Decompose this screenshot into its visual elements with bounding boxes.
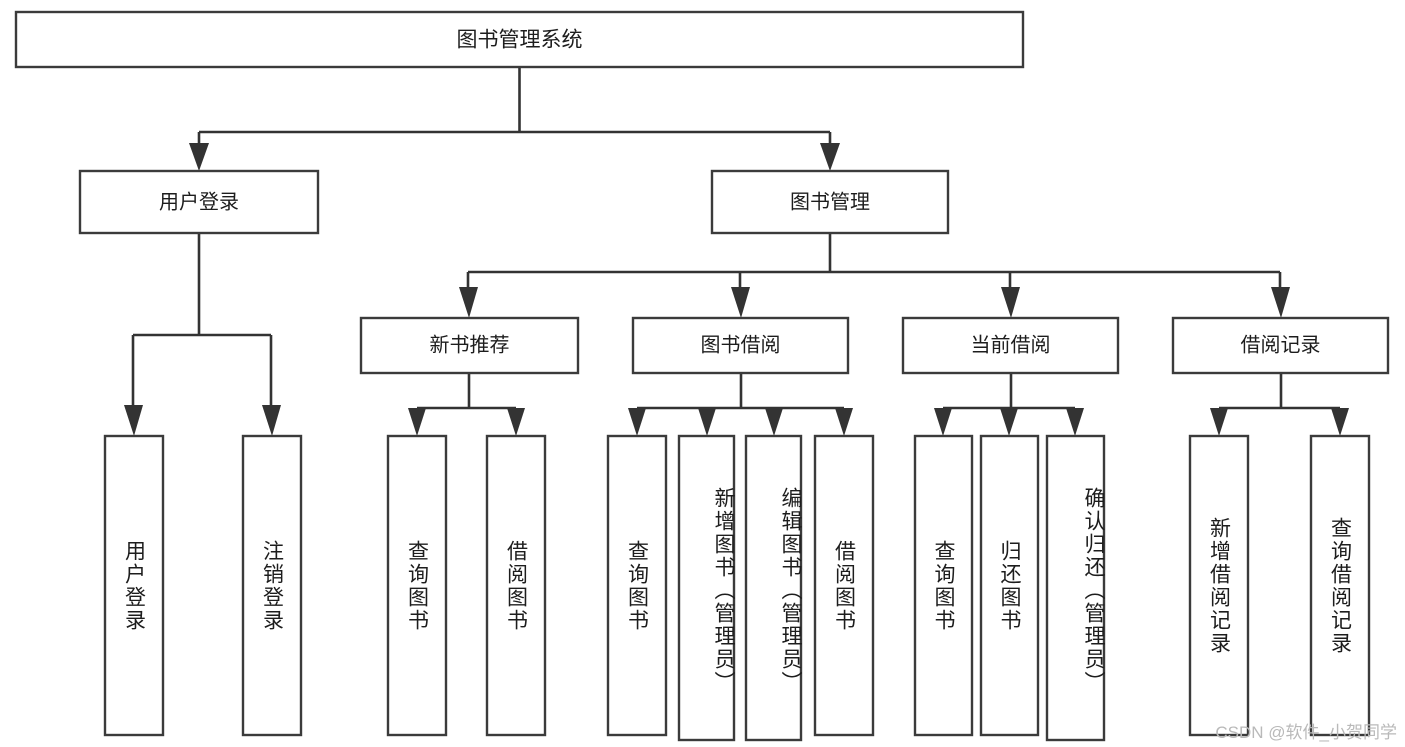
node-book-borrow[interactable]: 图书借阅 bbox=[631, 316, 850, 375]
leaf-box-query-book-cur[interactable] bbox=[913, 434, 974, 737]
node-borrow-record-box[interactable] bbox=[1171, 316, 1390, 375]
arrow-to-leaf-edit-book bbox=[765, 408, 783, 436]
arrow-to-leaf-query-book-brw bbox=[628, 408, 646, 436]
connector-group-current-borrow bbox=[934, 373, 1084, 436]
leaf-box-logout[interactable] bbox=[241, 434, 303, 737]
leaf-box-query-record[interactable] bbox=[1309, 434, 1371, 737]
node-current-borrow-box[interactable] bbox=[901, 316, 1120, 375]
node-book-manage-box[interactable] bbox=[710, 169, 950, 235]
leaf-box-borrow-book-brw[interactable] bbox=[813, 434, 875, 737]
leaf-box-add-record[interactable] bbox=[1188, 434, 1250, 737]
node-user-login-box[interactable] bbox=[78, 169, 320, 235]
arrow-to-user-login bbox=[189, 143, 209, 171]
leaf-box-user-login[interactable] bbox=[103, 434, 165, 737]
node-book-borrow-label: 图书借阅 bbox=[701, 333, 781, 356]
arrow-to-leaf-add-book bbox=[698, 408, 716, 436]
leaf-box-add-book[interactable] bbox=[677, 434, 736, 742]
node-root[interactable]: 图书管理系统 bbox=[14, 10, 1025, 69]
arrow-to-book-manage bbox=[820, 143, 840, 171]
node-user-login[interactable]: 用户登录 bbox=[78, 169, 320, 235]
leaf-box-query-book-brw[interactable] bbox=[606, 434, 668, 737]
arrow-to-leaf-add-record bbox=[1210, 408, 1228, 436]
leaf-box-query-book-rec[interactable] bbox=[386, 434, 448, 737]
arrow-to-leaf-logout bbox=[262, 405, 281, 436]
node-new-book-rec-label: 新书推荐 bbox=[430, 333, 510, 356]
arrow-to-book-borrow bbox=[731, 287, 750, 318]
node-book-manage-label: 图书管理 bbox=[790, 190, 870, 213]
arrow-to-leaf-confirm-return bbox=[1066, 408, 1084, 436]
node-borrow-record[interactable]: 借阅记录 bbox=[1171, 316, 1390, 375]
leaf-box-confirm-return[interactable] bbox=[1045, 434, 1106, 742]
node-user-login-label: 用户登录 bbox=[159, 190, 239, 213]
leaf-box-return-book[interactable] bbox=[979, 434, 1040, 737]
arrow-to-leaf-query-record bbox=[1331, 408, 1349, 436]
connector-group-book-manage bbox=[459, 233, 1290, 318]
node-new-book-rec-box[interactable] bbox=[359, 316, 580, 375]
node-root-box[interactable] bbox=[14, 10, 1025, 69]
node-current-borrow[interactable]: 当前借阅 bbox=[901, 316, 1120, 375]
connector-group-root bbox=[189, 67, 840, 171]
leaf-box-borrow-book-rec[interactable] bbox=[485, 434, 547, 737]
arrow-to-leaf-query-book-cur bbox=[934, 408, 952, 436]
arrow-to-leaf-query-book-rec bbox=[408, 408, 426, 436]
leaf-box-edit-book[interactable] bbox=[744, 434, 803, 742]
node-book-borrow-box[interactable] bbox=[631, 316, 850, 375]
arrow-to-new-book-rec bbox=[459, 287, 478, 318]
arrow-to-leaf-user-login bbox=[124, 405, 143, 436]
arrow-to-leaf-return-book bbox=[1000, 408, 1018, 436]
node-current-borrow-label: 当前借阅 bbox=[971, 333, 1051, 356]
connector-group-borrow-record bbox=[1210, 373, 1349, 436]
arrow-to-leaf-borrow-book-brw bbox=[835, 408, 853, 436]
arrow-to-leaf-borrow-book-rec bbox=[507, 408, 525, 436]
node-root-label: 图书管理系统 bbox=[457, 29, 583, 52]
csdn-watermark: CSDN @软件_小贺同学 bbox=[1215, 723, 1397, 742]
arrow-to-borrow-record bbox=[1271, 287, 1290, 318]
arrow-to-current-borrow bbox=[1001, 287, 1020, 318]
node-book-manage[interactable]: 图书管理 bbox=[710, 169, 950, 235]
leaf-box-group bbox=[103, 434, 1371, 742]
connector-group-book-borrow bbox=[628, 373, 853, 436]
connector-group-new-book-rec bbox=[408, 373, 525, 436]
node-borrow-record-label: 借阅记录 bbox=[1241, 333, 1321, 356]
node-new-book-rec[interactable]: 新书推荐 bbox=[359, 316, 580, 375]
connector-group-user-login bbox=[124, 233, 281, 436]
